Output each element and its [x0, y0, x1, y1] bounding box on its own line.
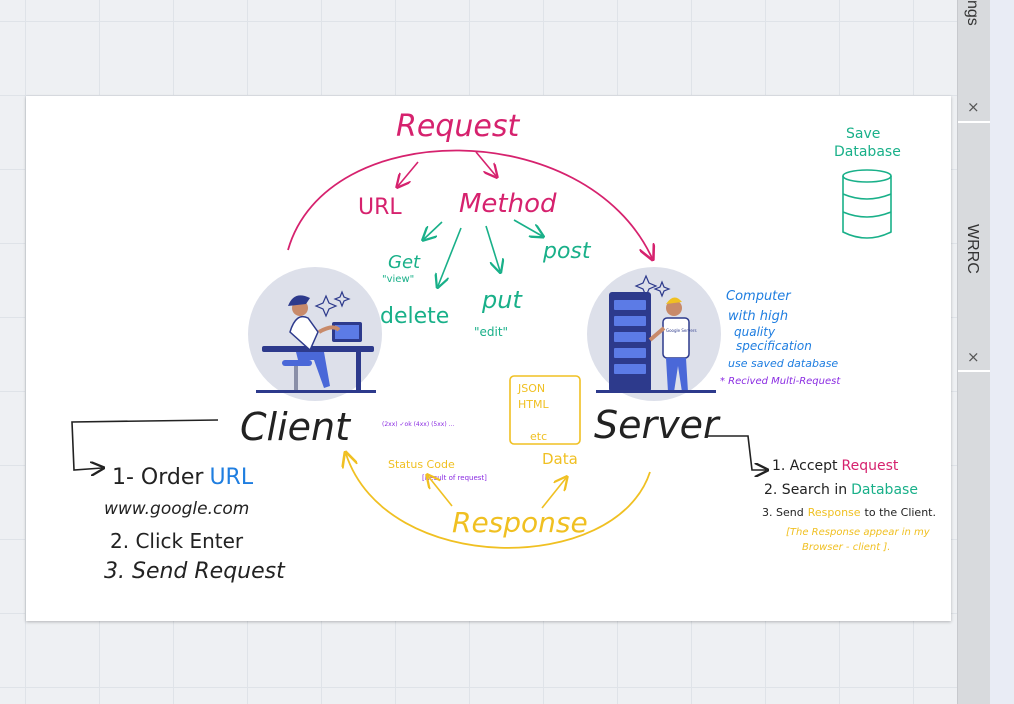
method-get: Get	[388, 252, 421, 273]
method-to-put-arrow	[485, 225, 500, 271]
server-note-response-line1: [The Response appear in my	[786, 527, 931, 538]
client-url-example: www.google.com	[104, 499, 249, 519]
server-note-line2: with high	[728, 309, 788, 324]
client-step3: 3. Send Request	[104, 559, 286, 584]
response-to-status-arrow	[428, 476, 453, 507]
server-step1-highlight: Request	[842, 458, 899, 474]
method-to-delete-arrow	[438, 227, 462, 286]
status-codes-note: (2xx) ✓ok (4xx) (5xx) ...	[382, 421, 454, 428]
data-box-html: HTML	[518, 398, 549, 411]
client-step1-url: URL	[209, 465, 253, 490]
close-icon[interactable]: ×	[967, 348, 980, 366]
client-step1-prefix: 1- Order	[112, 465, 204, 490]
client-label: Client	[240, 405, 352, 449]
side-tab-label[interactable]: ngs	[964, 0, 981, 26]
request-to-method-arrow	[475, 151, 496, 176]
data-box-etc: etc	[530, 430, 547, 443]
side-panel: ngs × WRRC ×	[957, 0, 990, 704]
method-get-note: "view"	[382, 274, 414, 285]
client-illustration	[248, 267, 382, 401]
server-step2-prefix: 2. Search in	[764, 482, 847, 498]
scroll-strip	[990, 0, 1014, 704]
method-delete: delete	[380, 304, 449, 329]
method-post: post	[542, 239, 592, 264]
response-label: Response	[452, 506, 588, 539]
data-format-box	[509, 375, 581, 445]
server-step3-highlight: Response	[808, 506, 861, 519]
server-step3-suffix: to the Client.	[865, 506, 936, 519]
server-step1-prefix: 1. Accept	[772, 458, 838, 474]
server-step3-prefix: 3. Send	[762, 506, 804, 519]
server-note-line4: specification	[736, 339, 812, 353]
method-put: put	[481, 286, 523, 314]
server-step3: 3. Send Response to the Client.	[762, 506, 936, 519]
whiteboard-card: Request URL Method Get "view" delete put…	[26, 96, 951, 621]
data-label: Data	[542, 450, 578, 468]
server-step2-highlight: Database	[851, 482, 918, 498]
data-box-json: JSON	[517, 382, 545, 395]
url-label: URL	[358, 195, 402, 220]
server-note-line1: Computer	[726, 289, 792, 304]
server-note-line5: use saved database	[728, 357, 838, 370]
server-shirt-text: Google Servers	[666, 328, 697, 333]
method-to-get-arrow	[424, 221, 443, 239]
server-illustration: Google Servers	[587, 267, 721, 401]
diagram-canvas: Request URL Method Get "view" delete put…	[71, 109, 936, 584]
status-code-label: Status Code	[388, 458, 455, 471]
response-arc	[346, 454, 651, 549]
client-step2: 2. Click Enter	[110, 529, 244, 553]
save-database-line1: Save	[846, 126, 880, 142]
panel-divider	[958, 121, 990, 123]
panel-divider	[958, 370, 990, 372]
request-arc	[287, 149, 652, 258]
save-database-line2: Database	[834, 144, 901, 160]
method-put-note: "edit"	[474, 325, 508, 339]
close-icon[interactable]: ×	[967, 98, 980, 116]
method-label: Method	[459, 189, 557, 219]
request-title: Request	[396, 109, 520, 144]
database-icon	[842, 169, 892, 239]
status-code-note: [Result of request]	[422, 474, 487, 482]
server-note-line3: quality	[734, 325, 776, 339]
wrrc-tab-label[interactable]: WRRC	[964, 224, 981, 274]
server-steps-connector	[706, 435, 766, 470]
method-to-post-arrow	[513, 219, 542, 236]
request-to-url-arrow	[398, 161, 419, 186]
server-note-response-line2: Browser - client ].	[802, 542, 890, 553]
response-to-data-arrow	[541, 478, 566, 509]
client-steps-connector	[71, 419, 219, 470]
server-label: Server	[594, 403, 721, 447]
server-note-line6: * Recived Multi-Request	[720, 376, 841, 387]
